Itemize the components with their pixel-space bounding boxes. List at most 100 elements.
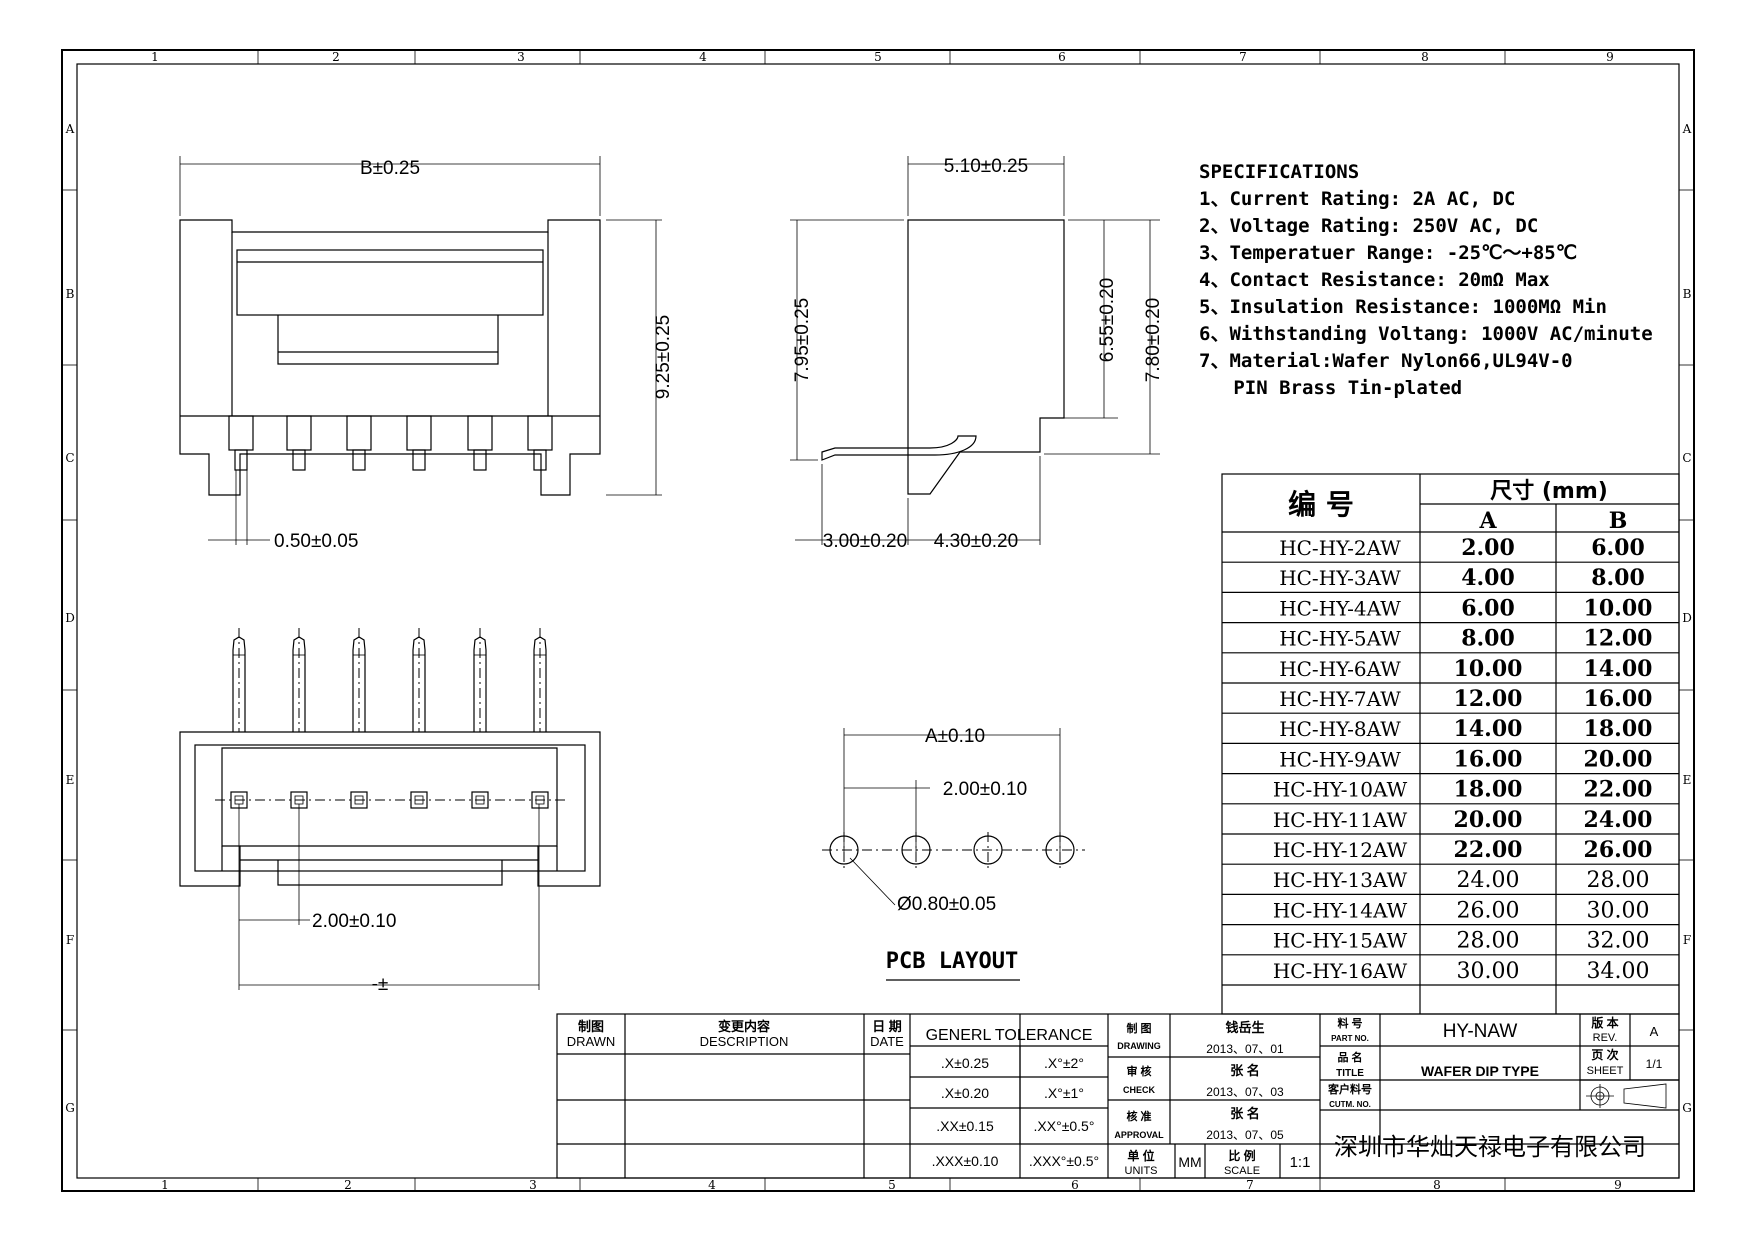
- title-block-title-en: TITLE: [1336, 1068, 1364, 1079]
- table-model: HC-HY-8AW: [1279, 717, 1401, 741]
- frame-col-number: 1: [151, 50, 159, 64]
- title-block-sheet-en: SHEET: [1587, 1065, 1624, 1077]
- title-block-approval-cn: 核 准: [1126, 1109, 1151, 1123]
- table-value-a: 14.00: [1454, 716, 1523, 742]
- table-value-a: 16.00: [1454, 746, 1523, 772]
- title-block-unit-cn: 单 位: [1127, 1148, 1154, 1163]
- title-block-draw-en: DRAWN: [567, 1034, 616, 1049]
- tolerance-angular: .XXX°±0.5°: [1029, 1153, 1099, 1169]
- table-col-a: A: [1478, 508, 1497, 534]
- tolerance-angular: .XX°±0.5°: [1034, 1118, 1095, 1134]
- projection-symbol-icon: [1586, 1083, 1667, 1109]
- title-block-check-date: 2013、07、03: [1206, 1085, 1284, 1099]
- title-block-title-cn: 品 名: [1337, 1050, 1362, 1064]
- table-model: HC-HY-6AW: [1279, 657, 1401, 681]
- table-model: HC-HY-11AW: [1273, 808, 1408, 832]
- tolerance-linear: .XXX±0.10: [932, 1153, 999, 1169]
- front-width-dim: B±0.25: [360, 158, 420, 179]
- spec-line: 7、Material:Wafer Nylon66,UL94V-0: [1199, 350, 1573, 372]
- frame-row-letter: D: [65, 611, 75, 625]
- pcb-layout: A±0.10 2.00±0.10 Ø0.80±0.05 PCB LAYOUT: [822, 726, 1085, 981]
- top-total-dim: -±: [372, 974, 389, 995]
- frame-col-number: 4: [708, 1178, 716, 1192]
- spec-line: PIN Brass Tin-plated: [1199, 377, 1462, 399]
- tolerance-linear: .X±0.25: [941, 1055, 989, 1071]
- table-value-a: 2.00: [1461, 535, 1515, 561]
- table-value-b: 10.00: [1584, 595, 1653, 621]
- table-model: HC-HY-3AW: [1279, 566, 1401, 590]
- frame-row-letter: E: [66, 773, 75, 787]
- title-block-approval-date: 2013、07、05: [1206, 1128, 1284, 1142]
- table-model: HC-HY-10AW: [1273, 778, 1408, 802]
- spec-line: 3、Temperatuer Range: -25℃～+85℃: [1199, 242, 1577, 264]
- table-model: HC-HY-5AW: [1279, 627, 1401, 651]
- frame-col-number: 8: [1421, 50, 1429, 64]
- tolerance-linear: .XX±0.15: [936, 1118, 994, 1134]
- table-value-b: 14.00: [1584, 656, 1653, 682]
- spec-line: 2、Voltage Rating: 250V AC, DC: [1199, 215, 1538, 237]
- table-value-a: 4.00: [1461, 565, 1515, 591]
- frame-row-letter: B: [66, 287, 75, 301]
- side-right1-dim: 6.55±0.20: [1097, 278, 1118, 362]
- title-block-rev-cn: 版 本: [1591, 1015, 1618, 1030]
- title-block-checker: 张 名: [1230, 1063, 1260, 1078]
- title-block-title-val: WAFER DIP TYPE: [1421, 1063, 1539, 1079]
- title-block-scale-cn: 比 例: [1228, 1148, 1255, 1163]
- title-block-unit-en: UNITS: [1125, 1165, 1158, 1177]
- title-block-part-cn: 料 号: [1337, 1016, 1362, 1030]
- table-value-b: 30.00: [1587, 898, 1650, 923]
- spec-line: 4、Contact Resistance: 20mΩ Max: [1199, 269, 1550, 291]
- table-value-b: 6.00: [1591, 535, 1645, 561]
- table-value-b: 24.00: [1584, 807, 1653, 833]
- table-value-a: 26.00: [1457, 898, 1520, 923]
- frame-row-letter: F: [66, 933, 74, 947]
- spec-line: 6、Withstanding Voltang: 1000V AC/minute: [1199, 323, 1653, 345]
- table-value-b: 34.00: [1587, 959, 1650, 984]
- frame-col-number: 2: [344, 1178, 352, 1192]
- table-model: HC-HY-9AW: [1279, 747, 1401, 771]
- tolerance-angular: .X°±2°: [1044, 1055, 1084, 1071]
- table-value-a: 24.00: [1457, 868, 1520, 893]
- title-block-part-val: HY-NAW: [1443, 1021, 1518, 1042]
- frame-col-number: 3: [517, 50, 525, 64]
- table-header-size: 尺寸 (mm): [1490, 479, 1608, 504]
- title-block-check-cn: 审 核: [1126, 1064, 1151, 1078]
- table-value-b: 32.00: [1587, 929, 1650, 954]
- frame-row-letter: B: [1683, 287, 1692, 301]
- title-block-cust-cn: 客户料号: [1327, 1082, 1372, 1096]
- table-header-no: 编 号: [1288, 488, 1354, 521]
- spec-line: 1、Current Rating: 2A AC, DC: [1199, 188, 1515, 210]
- title-block-part-en: PART NO.: [1331, 1034, 1369, 1043]
- title-block-sheet-val: 1/1: [1646, 1057, 1663, 1071]
- title-block-approver: 张 名: [1230, 1106, 1260, 1121]
- frame-col-number: 6: [1071, 1178, 1079, 1192]
- pin-width-dim: 0.50±0.05: [274, 531, 358, 552]
- side-bottom1-dim: 3.00±0.20: [823, 531, 907, 552]
- spec-title: SPECIFICATIONS: [1199, 161, 1359, 183]
- frame-col-number: 6: [1058, 50, 1066, 64]
- table-value-a: 22.00: [1454, 837, 1523, 863]
- title-block-check-en: CHECK: [1123, 1085, 1156, 1095]
- title-block-scale-en: SCALE: [1224, 1165, 1260, 1177]
- table-model: HC-HY-15AW: [1273, 929, 1408, 953]
- frame-col-number: 7: [1239, 50, 1247, 64]
- side-bottom2-dim: 4.30±0.20: [934, 531, 1018, 552]
- table-value-a: 18.00: [1454, 777, 1523, 803]
- top-pitch-dim: 2.00±0.10: [312, 911, 396, 932]
- table-value-b: 16.00: [1584, 686, 1653, 712]
- table-model: HC-HY-7AW: [1279, 687, 1401, 711]
- table-value-b: 22.00: [1584, 777, 1653, 803]
- table-value-b: 18.00: [1584, 716, 1653, 742]
- specifications: SPECIFICATIONS 1、Current Rating: 2A AC, D…: [1199, 161, 1653, 399]
- table-value-b: 26.00: [1584, 837, 1653, 863]
- title-block-cust-en: CUTM. NO.: [1329, 1100, 1371, 1109]
- frame-row-letter: C: [65, 451, 74, 465]
- title-block-draw-cn: 制图: [578, 1019, 604, 1034]
- title-block-drawer: 钱岳生: [1225, 1020, 1264, 1035]
- table-model: HC-HY-13AW: [1273, 868, 1408, 892]
- side-right2-dim: 7.80±0.20: [1143, 298, 1164, 382]
- table-model: HC-HY-16AW: [1273, 959, 1408, 983]
